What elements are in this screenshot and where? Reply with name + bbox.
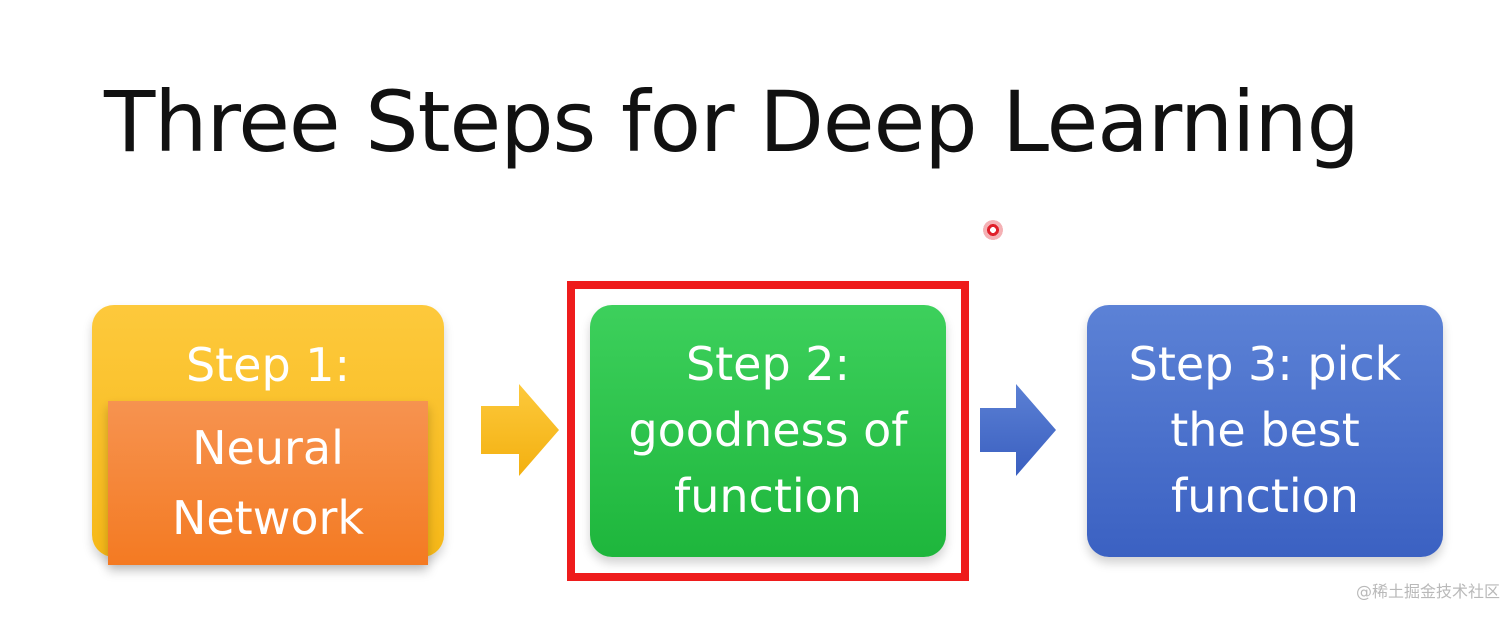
step2-highlight-frame (567, 281, 969, 581)
step2-line: function (674, 469, 862, 523)
watermark: @稀土掘金技术社区 (1355, 582, 1500, 601)
step2-line: goodness of (628, 403, 908, 457)
step3-line: Step 3: pick (1128, 337, 1402, 391)
step2-box: Step 2: goodness of function (590, 305, 946, 557)
step2-line: Step 2: (685, 337, 851, 391)
step1-heading: Step 1: (185, 338, 351, 392)
step3-box: Step 3: pick the best function (1087, 305, 1443, 557)
right-arrow-icon (980, 384, 1056, 476)
step1-sub-line: Neural (192, 421, 344, 475)
step1-subbox: Neural Network (108, 401, 428, 565)
step3-line: function (1171, 469, 1359, 523)
slide-title: Three Steps for Deep Learning (104, 73, 1360, 171)
laser-pointer-icon (983, 220, 1003, 240)
step1-sub-line: Network (171, 491, 365, 545)
step3-line: the best (1170, 403, 1360, 457)
right-arrow-icon (481, 384, 559, 476)
